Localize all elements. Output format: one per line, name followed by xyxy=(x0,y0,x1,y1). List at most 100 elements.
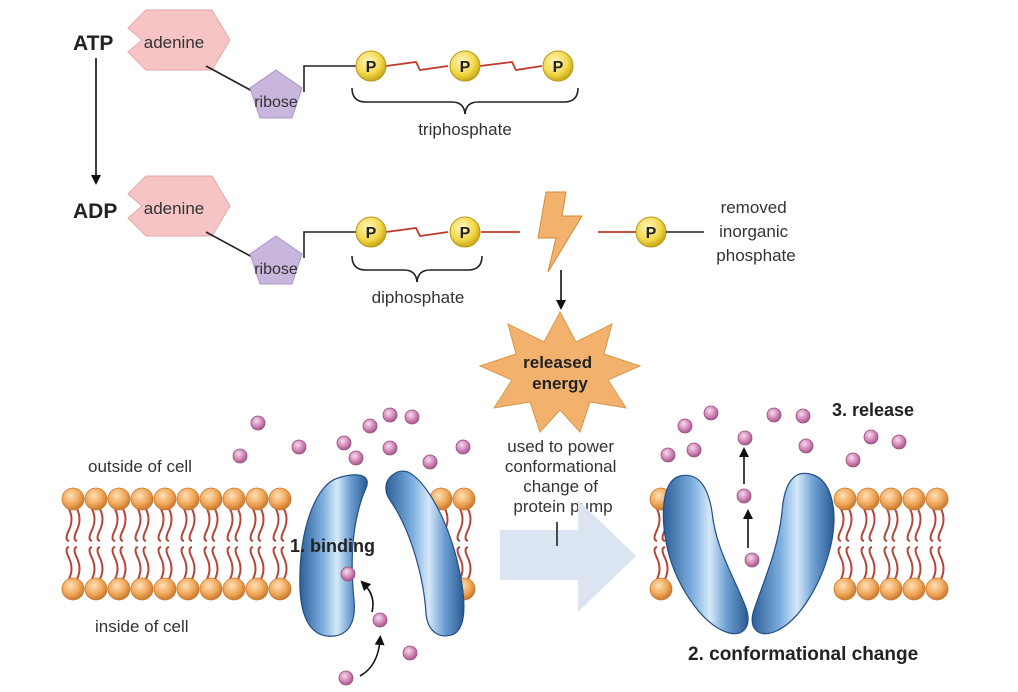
adp-phosphate-2: P xyxy=(449,216,481,248)
atp-phosphate-1: P xyxy=(355,50,387,82)
removed-phosphate-label: removed inorganic phosphate xyxy=(716,198,795,265)
ion-particle xyxy=(340,566,356,582)
adp-ribose-shape xyxy=(249,235,303,285)
step-release-label: 3. release xyxy=(832,400,914,420)
ion-particle xyxy=(863,429,879,445)
ion-particle xyxy=(766,407,782,423)
phospholipid xyxy=(61,546,85,601)
atp-ribose-label: ribose xyxy=(254,94,298,111)
atp-label: ATP xyxy=(73,32,113,55)
atp-ribose-shape xyxy=(249,69,303,119)
ion-particle xyxy=(404,409,420,425)
phospholipid xyxy=(879,546,903,601)
ion-particle xyxy=(845,452,861,468)
phospholipid xyxy=(245,487,269,542)
adp-adenine-label: adenine xyxy=(144,199,205,218)
triphosphate-brace xyxy=(351,87,579,115)
ion-particle xyxy=(250,415,266,431)
ion-particle xyxy=(362,418,378,434)
ion-particle xyxy=(686,442,702,458)
atp-adenine-ribose-bond xyxy=(205,65,255,93)
svg-text:P: P xyxy=(553,59,564,76)
phospholipid xyxy=(176,487,200,542)
pump-subunit-right-closed xyxy=(751,472,835,635)
phospholipid xyxy=(902,487,926,542)
svg-text:P: P xyxy=(460,225,471,242)
phospholipid xyxy=(268,487,292,542)
energy-burst-shape xyxy=(478,310,642,433)
inside-of-cell-label: inside of cell xyxy=(95,617,189,636)
ion-path-arrow-lower xyxy=(359,635,385,677)
phospholipid xyxy=(222,546,246,601)
ion-particle xyxy=(891,434,907,450)
atp-adenine-label: adenine xyxy=(144,33,205,52)
ion-particle xyxy=(336,435,352,451)
phospholipid xyxy=(925,546,949,601)
phospholipid xyxy=(879,487,903,542)
atp-phosphate-2: P xyxy=(449,50,481,82)
step-conformational-change-label: 2. conformational change xyxy=(688,644,918,665)
ion-particle xyxy=(291,439,307,455)
phospholipid xyxy=(130,546,154,601)
pump-subunit-left-open xyxy=(299,474,368,637)
phospholipid xyxy=(84,546,108,601)
adp-high-energy-bond xyxy=(385,227,449,237)
svg-text:P: P xyxy=(366,59,377,76)
ion-particle xyxy=(660,447,676,463)
adp-label: ADP xyxy=(73,200,117,223)
phospholipid xyxy=(176,546,200,601)
diphosphate-label: diphosphate xyxy=(372,288,465,307)
diphosphate-brace xyxy=(351,255,483,283)
phospholipid xyxy=(268,546,292,601)
phospholipid xyxy=(222,487,246,542)
pump-subunit-right-open xyxy=(385,470,465,637)
phospholipid xyxy=(107,487,131,542)
ion-particle xyxy=(232,448,248,464)
ion-particle xyxy=(744,552,760,568)
phospholipid xyxy=(130,487,154,542)
ion-particle xyxy=(798,438,814,454)
ion-particle xyxy=(703,405,719,421)
adp-ribose-phosphate-bond xyxy=(303,231,356,258)
phospholipid xyxy=(153,546,177,601)
ion-particle xyxy=(382,407,398,423)
adp-ribose-label: ribose xyxy=(254,261,298,278)
phospholipid xyxy=(84,487,108,542)
outside-of-cell-label: outside of cell xyxy=(88,457,192,476)
ions xyxy=(232,405,907,686)
phospholipid xyxy=(199,546,223,601)
phospholipid xyxy=(925,487,949,542)
atp-ribose-phosphate-bond xyxy=(303,65,356,92)
released-energy-label: released energy xyxy=(523,353,597,393)
phospholipid xyxy=(833,487,857,542)
ion-path-arrow-upper xyxy=(360,580,374,613)
phospholipid xyxy=(153,487,177,542)
membrane-left xyxy=(61,487,476,601)
ion-particle xyxy=(736,488,752,504)
ion-particle xyxy=(737,430,753,446)
removed-phosphate: P xyxy=(635,216,667,248)
phospholipid xyxy=(833,546,857,601)
lightning-bolt-icon xyxy=(537,191,583,273)
ion-particle xyxy=(382,440,398,456)
phospholipid xyxy=(61,487,85,542)
ion-particle xyxy=(677,418,693,434)
atp-high-energy-bond-2 xyxy=(479,61,543,71)
phospholipid xyxy=(856,546,880,601)
adp-phosphate-1: P xyxy=(355,216,387,248)
atp-high-energy-bond-1 xyxy=(385,61,449,71)
ion-particle xyxy=(455,439,471,455)
triphosphate-label: triphosphate xyxy=(418,120,512,139)
phospholipid xyxy=(245,546,269,601)
ion-particle xyxy=(422,454,438,470)
phospholipid xyxy=(902,546,926,601)
svg-text:P: P xyxy=(646,225,657,242)
energy-use-label: used to power conformational change of p… xyxy=(505,437,621,516)
ion-particle xyxy=(348,450,364,466)
pump-subunit-left-closed xyxy=(662,474,749,635)
ion-particle xyxy=(338,670,354,686)
svg-text:P: P xyxy=(366,225,377,242)
process-arrow-icon xyxy=(500,500,636,612)
